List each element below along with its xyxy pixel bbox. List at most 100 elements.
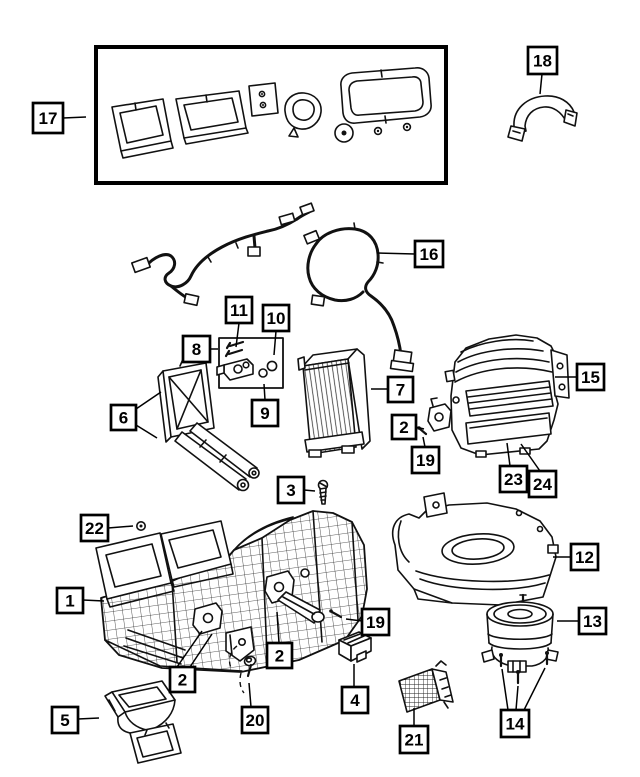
callout-14-leader <box>515 685 519 711</box>
callout-2c-box[interactable] <box>168 665 197 694</box>
callout-17-leader <box>62 116 87 119</box>
callout-21[interactable]: 21 <box>398 708 430 755</box>
callout-12-box[interactable] <box>569 542 600 572</box>
callout-11-leader <box>235 322 240 348</box>
part-expansion-valve-kit <box>216 337 284 389</box>
callout-24-number: 24 <box>533 475 552 494</box>
callout-2a-number: 2 <box>399 418 408 437</box>
part-floor-duct <box>104 680 182 764</box>
callout-17[interactable]: 17 <box>31 101 87 135</box>
seal-kit-border <box>94 45 448 185</box>
callout-9[interactable]: 9 <box>250 383 280 428</box>
part-lower-housing <box>391 492 559 606</box>
callout-4[interactable]: 4 <box>340 664 370 715</box>
callout-14-leader <box>501 668 509 711</box>
callout-6-leader <box>135 424 158 439</box>
callout-15-number: 15 <box>581 368 600 387</box>
callout-5[interactable]: 5 <box>50 705 100 735</box>
callout-1-box[interactable] <box>55 586 85 615</box>
callout-2b[interactable]: 2 <box>265 611 294 670</box>
callout-19a[interactable]: 19 <box>410 436 441 475</box>
callout-7[interactable]: 7 <box>371 375 415 404</box>
callout-2a[interactable]: 2 <box>390 413 425 441</box>
callout-6-leader <box>135 391 162 410</box>
callout-22-leader <box>107 525 134 529</box>
callout-14-box[interactable] <box>499 708 531 739</box>
callout-10[interactable]: 10 <box>261 303 291 356</box>
callout-2b-box[interactable] <box>265 641 294 670</box>
callout-14[interactable]: 14 <box>499 667 546 739</box>
callout-19b-number: 19 <box>366 613 385 632</box>
callout-16-box[interactable] <box>413 239 445 269</box>
drain-tube <box>277 591 325 624</box>
vent-bezel-left <box>95 532 175 608</box>
callout-23-box[interactable] <box>498 464 529 494</box>
callout-19a-number: 19 <box>416 451 435 470</box>
callout-23[interactable]: 23 <box>498 442 529 494</box>
callout-5-number: 5 <box>60 711 69 730</box>
callout-10-box[interactable] <box>261 303 291 333</box>
seal-plate <box>248 82 279 117</box>
callout-13-number: 13 <box>583 612 602 631</box>
callout-7-box[interactable] <box>386 375 415 404</box>
callout-1[interactable]: 1 <box>55 586 105 615</box>
callout-9-box[interactable] <box>250 398 280 428</box>
callout-4-box[interactable] <box>340 685 370 715</box>
callout-8-box[interactable] <box>181 334 212 364</box>
callout-16[interactable]: 16 <box>376 239 445 269</box>
callout-1-number: 1 <box>65 592 74 611</box>
callout-15-box[interactable] <box>575 362 606 392</box>
callout-16-number: 16 <box>420 245 439 264</box>
callout-5-box[interactable] <box>50 705 80 735</box>
callout-2c[interactable]: 2 <box>168 630 213 694</box>
callout-22[interactable]: 22 <box>79 513 134 543</box>
part-air-duct-elbow <box>507 95 578 142</box>
callout-19b-leader <box>345 618 363 622</box>
callout-18-box[interactable] <box>526 45 559 76</box>
callout-20-leader <box>248 682 252 708</box>
callout-24-box[interactable] <box>527 469 558 499</box>
callout-19b[interactable]: 19 <box>345 607 391 637</box>
callout-20-box[interactable] <box>240 705 270 735</box>
callout-13-box[interactable] <box>577 606 608 636</box>
callout-20-number: 20 <box>246 711 265 730</box>
part-wiring-harness-16 <box>303 222 415 373</box>
callout-3-leader <box>303 489 316 492</box>
callout-3[interactable]: 3 <box>276 475 316 505</box>
callout-18[interactable]: 18 <box>526 45 559 95</box>
callout-20[interactable]: 20 <box>240 682 270 735</box>
o-ring-large <box>266 360 278 372</box>
callout-13[interactable]: 13 <box>557 606 608 636</box>
callout-3-box[interactable] <box>276 475 306 505</box>
callout-2c-number: 2 <box>178 671 187 690</box>
callout-5-leader <box>77 717 100 720</box>
callout-22-box[interactable] <box>79 513 110 543</box>
callout-12[interactable]: 12 <box>553 542 600 572</box>
callout-17-box[interactable] <box>31 101 65 135</box>
callout-21-box[interactable] <box>398 724 430 755</box>
callout-3-number: 3 <box>286 481 295 500</box>
expansion-valve <box>216 358 254 381</box>
callout-11[interactable]: 11 <box>224 295 254 348</box>
callout-19a-box[interactable] <box>410 445 441 475</box>
callout-12-number: 12 <box>575 548 594 567</box>
part-screws-14 <box>499 651 549 685</box>
callout-2a-box[interactable] <box>390 413 418 441</box>
actuator-left <box>192 602 223 635</box>
oval-seal <box>284 92 322 138</box>
callout-10-leader <box>273 330 277 356</box>
part-screw-22 <box>136 520 147 531</box>
o-ring-small <box>258 368 268 378</box>
callout-11-box[interactable] <box>224 295 254 325</box>
seal-dots <box>373 122 412 136</box>
callout-15[interactable]: 15 <box>555 362 606 392</box>
callout-8[interactable]: 8 <box>181 334 218 364</box>
callout-24[interactable]: 24 <box>520 443 558 499</box>
callout-9-leader <box>263 383 266 401</box>
callout-19b-box[interactable] <box>360 607 391 637</box>
vent-bezel-right <box>160 520 234 588</box>
callout-18-leader <box>539 73 543 95</box>
callout-6[interactable]: 6 <box>109 391 162 439</box>
callout-6-box[interactable] <box>109 403 138 432</box>
